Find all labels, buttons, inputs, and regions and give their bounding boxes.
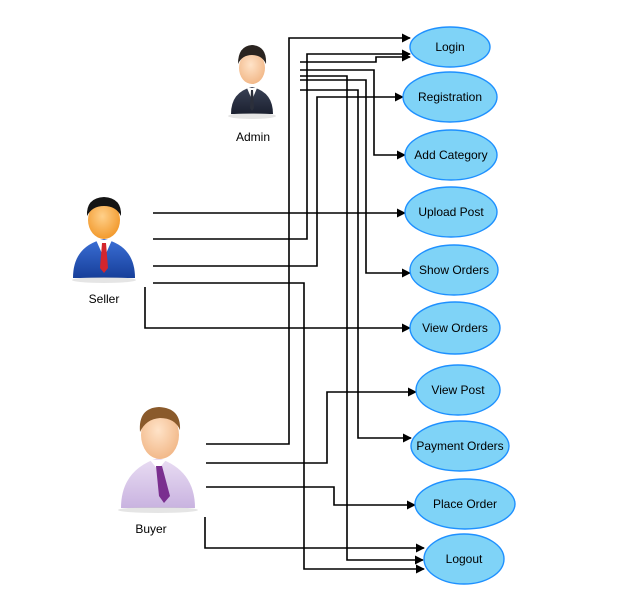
use-case-show-orders[interactable]: Show Orders	[409, 244, 499, 296]
connector-buyer-to-login	[206, 33, 411, 445]
connector-seller-to-view-orders	[144, 287, 411, 333]
use-case-view-post-label: View Post	[431, 383, 485, 397]
use-case-registration-label: Registration	[418, 90, 482, 104]
actor-seller-label: Seller	[89, 292, 120, 306]
actor-admin: Admin	[228, 45, 276, 144]
connector-seller-to-logout	[153, 282, 425, 574]
buyer-figure-icon	[118, 407, 198, 513]
use-case-payment-orders[interactable]: Payment Orders	[410, 420, 510, 472]
connector-buyer-to-view-post	[206, 387, 417, 464]
use-case-view-orders[interactable]: View Orders	[409, 301, 501, 355]
actor-buyer: Buyer	[118, 407, 198, 536]
actor-buyer-label: Buyer	[135, 522, 166, 536]
actor-admin-label: Admin	[236, 130, 270, 144]
use-case-logout[interactable]: Logout	[423, 533, 505, 585]
connectors-layer	[144, 33, 425, 574]
use-case-view-orders-label: View Orders	[422, 321, 488, 335]
connector-seller-to-registration	[153, 92, 404, 267]
connector-admin-to-logout	[300, 75, 424, 565]
connector-buyer-to-logout	[204, 517, 425, 553]
actor-seller: Seller	[72, 197, 136, 306]
use-case-place-order[interactable]: Place Order	[414, 478, 516, 530]
connector-admin-to-add-category	[300, 69, 406, 160]
use-case-logout-label: Logout	[446, 552, 483, 566]
use-case-upload-post[interactable]: Upload Post	[404, 186, 498, 238]
connector-admin-to-login	[300, 52, 411, 63]
admin-figure-icon	[228, 45, 276, 119]
use-case-login-label: Login	[435, 40, 464, 54]
use-case-place-order-label: Place Order	[433, 497, 497, 511]
use-case-show-orders-label: Show Orders	[419, 263, 489, 277]
use-case-login[interactable]: Login	[409, 26, 491, 68]
use-case-add-category-label: Add Category	[414, 148, 487, 162]
connector-seller-to-login	[153, 49, 411, 240]
connector-admin-to-show-orders	[300, 79, 411, 278]
use-case-view-post[interactable]: View Post	[415, 364, 501, 416]
use-cases-layer: Login Registration Add Category Upload P…	[402, 26, 516, 585]
seller-figure-icon	[72, 197, 136, 283]
connector-admin-to-payment-orders	[300, 89, 412, 443]
use-case-registration[interactable]: Registration	[402, 71, 498, 123]
use-case-upload-post-label: Upload Post	[418, 205, 484, 219]
use-case-payment-orders-label: Payment Orders	[416, 439, 503, 453]
connector-buyer-to-place-order	[206, 486, 416, 510]
use-case-add-category[interactable]: Add Category	[404, 129, 498, 181]
